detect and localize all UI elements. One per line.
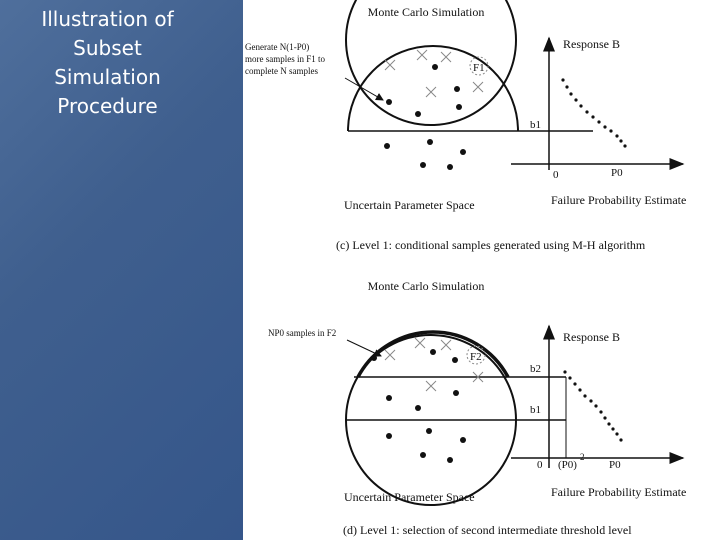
panel-c-space-label: Uncertain Parameter Space [344, 198, 475, 212]
panel-c-parameter-space [345, 0, 517, 126]
panel-d-superscript: 2 [580, 452, 585, 462]
title-line: Illustration of [41, 7, 174, 31]
panel-c-cross-samples [384, 49, 484, 98]
panel-c: Monte Carlo Simulation F1 [245, 0, 686, 252]
title-line: Simulation [54, 65, 161, 89]
panel-c-response-curve [561, 78, 627, 148]
panel-d-p0-squared-label: (P0) [558, 459, 577, 471]
panel-d-cross-samples [384, 337, 484, 392]
panel-c-caption: (c) Level 1: conditional samples generat… [336, 238, 646, 252]
annotation-line: Generate N(1-P0) [245, 42, 309, 52]
panel-d-annotation: NP0 samples in F2 [268, 328, 336, 338]
panel-d-b2-label: b2 [530, 363, 541, 375]
panel-d-response-label: Response B [563, 330, 620, 344]
panel-c-f1-marker [469, 56, 489, 76]
panel-c-dot-samples [384, 64, 466, 170]
panel-c-f1-label: F1 [473, 62, 485, 74]
panel-c-origin-label: 0 [553, 169, 559, 181]
panel-c-axis-label: Failure Probability Estimate [551, 193, 686, 207]
panel-c-region-f1 [347, 45, 519, 132]
annotation-line: more samples in F1 to [245, 54, 325, 64]
panel-c-p0-label: P0 [611, 167, 623, 179]
panel-d-annotation-arrow [346, 339, 382, 357]
title-line: Subset [73, 36, 142, 60]
figure-svg: Monte Carlo Simulation F1 [245, 0, 686, 537]
slide-title: Illustration of Subset Simulation Proced… [20, 5, 195, 121]
panel-d-b1-label: b1 [530, 404, 541, 416]
slide-left-panel: Illustration of Subset Simulation Proced… [0, 0, 243, 540]
panel-c-annotation-arrow [344, 77, 384, 101]
panel-d-p0-label: P0 [609, 459, 621, 471]
panel-c-response-label: Response B [563, 37, 620, 51]
annotation-line: complete N samples [245, 66, 318, 76]
panel-d-f2-marker [466, 345, 486, 365]
panel-c-annotation: Generate N(1-P0) more samples in F1 to c… [245, 42, 327, 76]
panel-d-caption: (d) Level 1: selection of second interme… [343, 523, 632, 537]
panel-d-dot-samples [371, 349, 466, 463]
panel-d: Monte Carlo Simulation F2 NP0 s [268, 279, 686, 537]
panel-d-origin-label: 0 [537, 459, 543, 471]
panel-c-title: Monte Carlo Simulation [368, 5, 485, 19]
panel-d-space-label: Uncertain Parameter Space [344, 490, 475, 504]
panel-d-title: Monte Carlo Simulation [368, 279, 485, 293]
title-line: Procedure [57, 94, 158, 118]
subset-simulation-figure: Monte Carlo Simulation F1 [243, 0, 720, 540]
panel-d-axis-label: Failure Probability Estimate [551, 485, 686, 499]
panel-d-response-curve [563, 370, 623, 442]
panel-d-f2-label: F2 [470, 351, 482, 363]
panel-c-b1-label: b1 [530, 119, 541, 131]
